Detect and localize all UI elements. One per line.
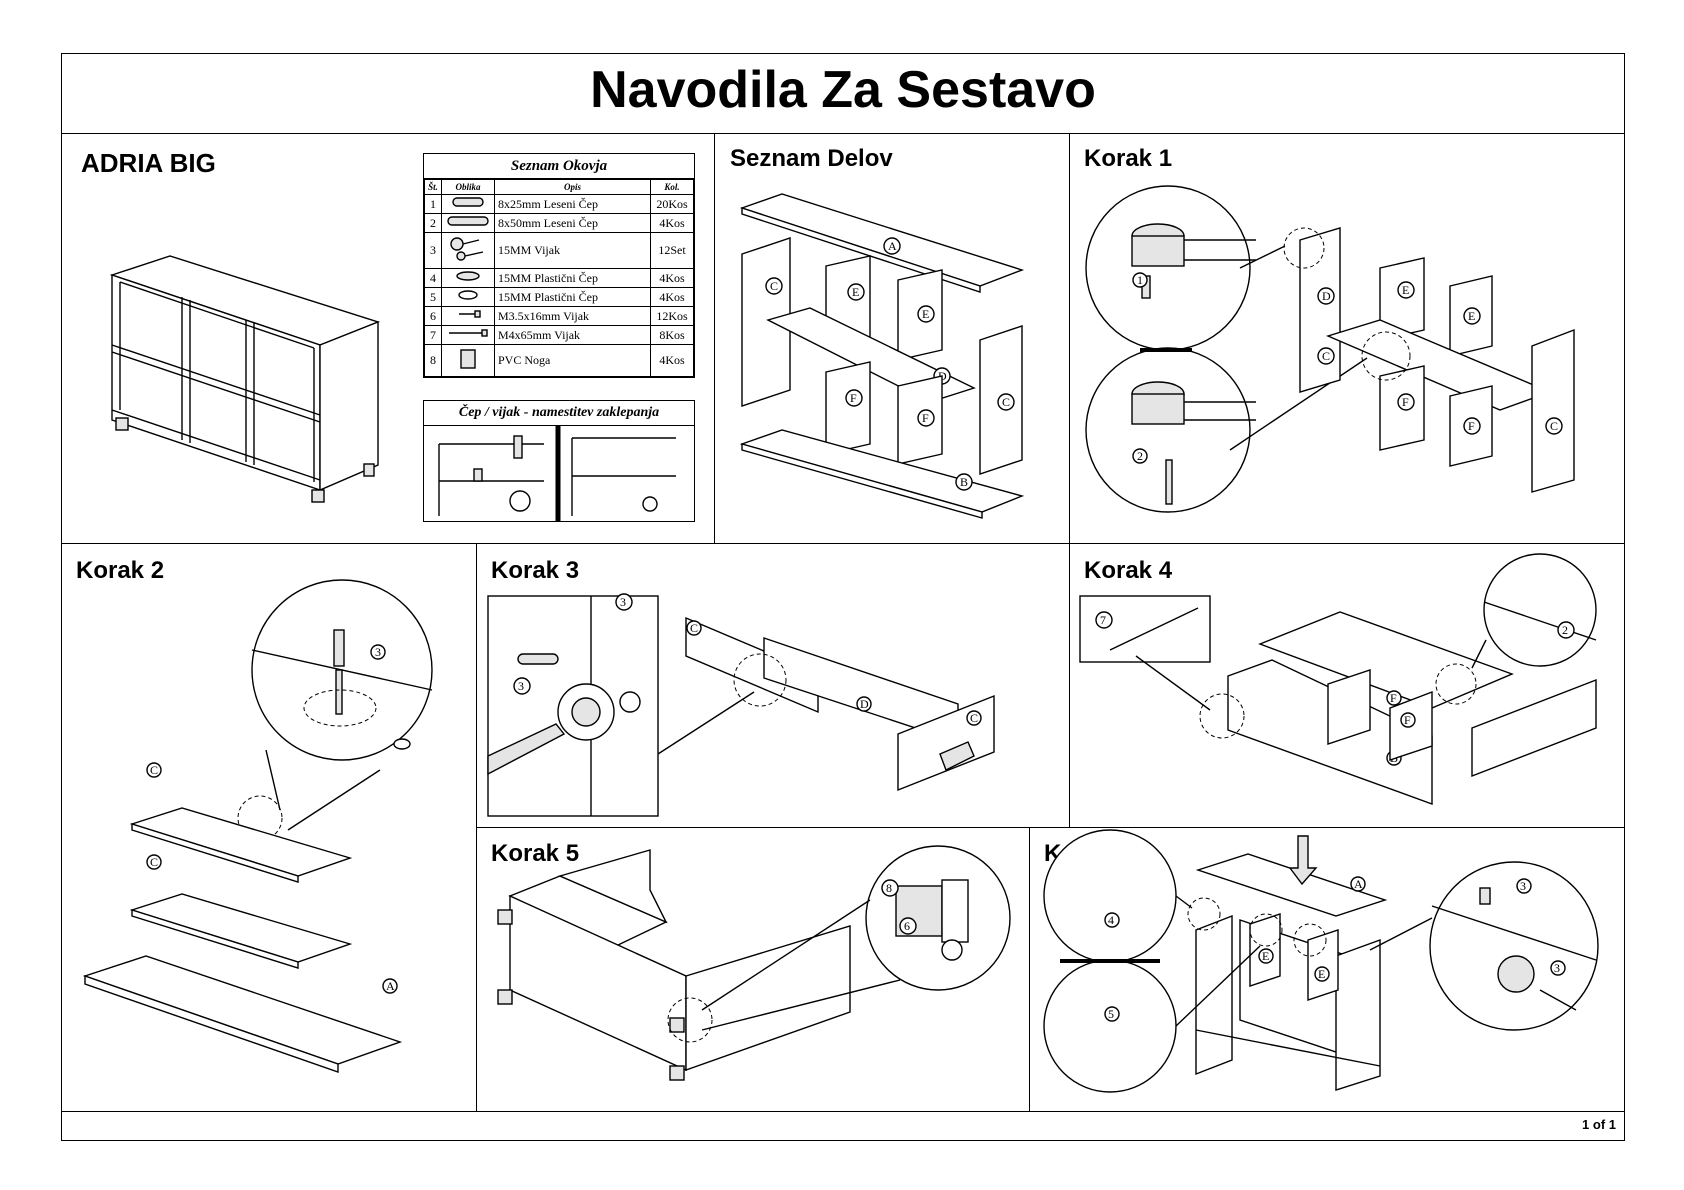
svg-text:3: 3 xyxy=(1554,961,1560,975)
long-screw-icon xyxy=(449,329,488,337)
table-row: 7 M4x65mm Vijak 8Kos xyxy=(424,325,694,345)
svg-text:3: 3 xyxy=(620,595,626,609)
col-header: Kol. xyxy=(650,179,694,195)
svg-text:B: B xyxy=(960,475,968,489)
long-dowel-icon xyxy=(447,216,489,226)
step3-heading: Korak 3 xyxy=(491,557,580,584)
svg-text:A: A xyxy=(386,979,395,993)
hardware-table: Seznam Okovja Št. Oblika Opis Kol. 1 8x2… xyxy=(423,153,695,378)
svg-text:C: C xyxy=(970,711,978,725)
svg-text:C: C xyxy=(150,855,158,869)
svg-text:3: 3 xyxy=(518,679,524,693)
svg-text:E: E xyxy=(1402,283,1409,297)
dowel-icon xyxy=(452,197,484,207)
divider xyxy=(476,827,1625,828)
svg-text:D: D xyxy=(1322,289,1331,303)
step5-heading: Korak 5 xyxy=(491,840,580,867)
step5-diagram: 8 6 xyxy=(497,845,1011,1081)
svg-text:C: C xyxy=(150,763,158,777)
svg-text:F: F xyxy=(850,391,857,405)
svg-text:7: 7 xyxy=(1100,613,1106,627)
svg-text:E: E xyxy=(852,285,859,299)
svg-text:A: A xyxy=(1354,877,1363,891)
divider xyxy=(476,543,477,1111)
page-title: Navodila Za Sestavo xyxy=(590,61,1096,119)
step3-diagram: 3 3 C D C xyxy=(487,593,995,817)
table-row: 4 15MM Plastični Čep 4Kos xyxy=(424,268,694,288)
svg-text:8: 8 xyxy=(886,881,892,895)
step6-diagram: 4 5 A E E 3 3 xyxy=(1043,829,1599,1093)
hardware-title: Seznam Okovja xyxy=(424,154,694,179)
svg-text:F: F xyxy=(922,411,929,425)
parts-exploded-view: A C E E D C F F B xyxy=(739,193,1025,519)
svg-text:F: F xyxy=(1390,691,1397,705)
plastic-cap-icon xyxy=(456,271,480,281)
svg-text:C: C xyxy=(1550,419,1558,433)
svg-text:5: 5 xyxy=(1108,1007,1114,1021)
svg-text:3: 3 xyxy=(1520,879,1526,893)
plastic-cap-flat-icon xyxy=(458,290,478,300)
pvc-foot-icon xyxy=(460,348,476,369)
col-header: Opis xyxy=(494,179,651,195)
small-screw-icon xyxy=(459,310,481,318)
svg-text:A: A xyxy=(888,239,897,253)
svg-text:F: F xyxy=(1404,713,1411,727)
step2-diagram: 3 C C A xyxy=(82,579,433,1073)
divider xyxy=(1069,133,1070,827)
divider xyxy=(1029,827,1030,1111)
svg-text:E: E xyxy=(1468,309,1475,323)
shelf-unit-illustration xyxy=(109,255,381,503)
step1-diagram: 1 2 D C E E F F C xyxy=(1085,185,1575,513)
svg-text:E: E xyxy=(1318,967,1325,981)
step1-heading: Korak 1 xyxy=(1084,145,1173,172)
product-name: ADRIA BIG xyxy=(81,148,216,178)
parts-heading: Seznam Delov xyxy=(730,145,893,172)
svg-text:4: 4 xyxy=(1108,913,1114,927)
divider xyxy=(61,543,1625,544)
divider xyxy=(61,133,1625,134)
svg-text:C: C xyxy=(770,279,778,293)
divider xyxy=(714,133,715,543)
svg-text:E: E xyxy=(922,307,929,321)
page-number: 1 of 1 xyxy=(1582,1117,1616,1132)
svg-text:E: E xyxy=(1262,949,1269,963)
table-row: 8 PVC Noga 4Kos xyxy=(424,344,694,377)
table-row: 2 8x50mm Leseni Čep 4Kos xyxy=(424,213,694,233)
lock-title: Čep / vijak - namestitev zaklepanja xyxy=(424,401,694,426)
svg-text:C: C xyxy=(1002,395,1010,409)
svg-text:3: 3 xyxy=(375,645,381,659)
svg-text:6: 6 xyxy=(904,919,910,933)
step2-heading: Korak 2 xyxy=(76,557,165,584)
svg-text:2: 2 xyxy=(1137,449,1143,463)
svg-text:D: D xyxy=(860,697,869,711)
col-header: Št. xyxy=(424,179,442,195)
table-row: 6 M3.5x16mm Vijak 12Kos xyxy=(424,306,694,326)
svg-text:C: C xyxy=(1322,349,1330,363)
cam-bolt-icon xyxy=(450,236,484,261)
table-row: 1 8x25mm Leseni Čep 20Kos xyxy=(424,194,694,214)
svg-text:F: F xyxy=(1402,395,1409,409)
svg-text:1: 1 xyxy=(1137,273,1143,287)
svg-text:C: C xyxy=(690,621,698,635)
step4-diagram: 7 2 B F F xyxy=(1079,553,1597,805)
table-row: 3 15MM Vijak 12Set xyxy=(424,232,694,269)
svg-text:2: 2 xyxy=(1562,623,1568,637)
step4-heading: Korak 4 xyxy=(1084,557,1173,584)
divider xyxy=(61,1111,1625,1112)
lock-diagram xyxy=(438,426,676,521)
lock-instructions-box: Čep / vijak - namestitev zaklepanja xyxy=(423,400,695,522)
table-row: 5 15MM Plastični Čep 4Kos xyxy=(424,287,694,307)
page-frame xyxy=(61,53,1625,1141)
col-header: Oblika xyxy=(441,179,495,195)
svg-text:F: F xyxy=(1468,419,1475,433)
